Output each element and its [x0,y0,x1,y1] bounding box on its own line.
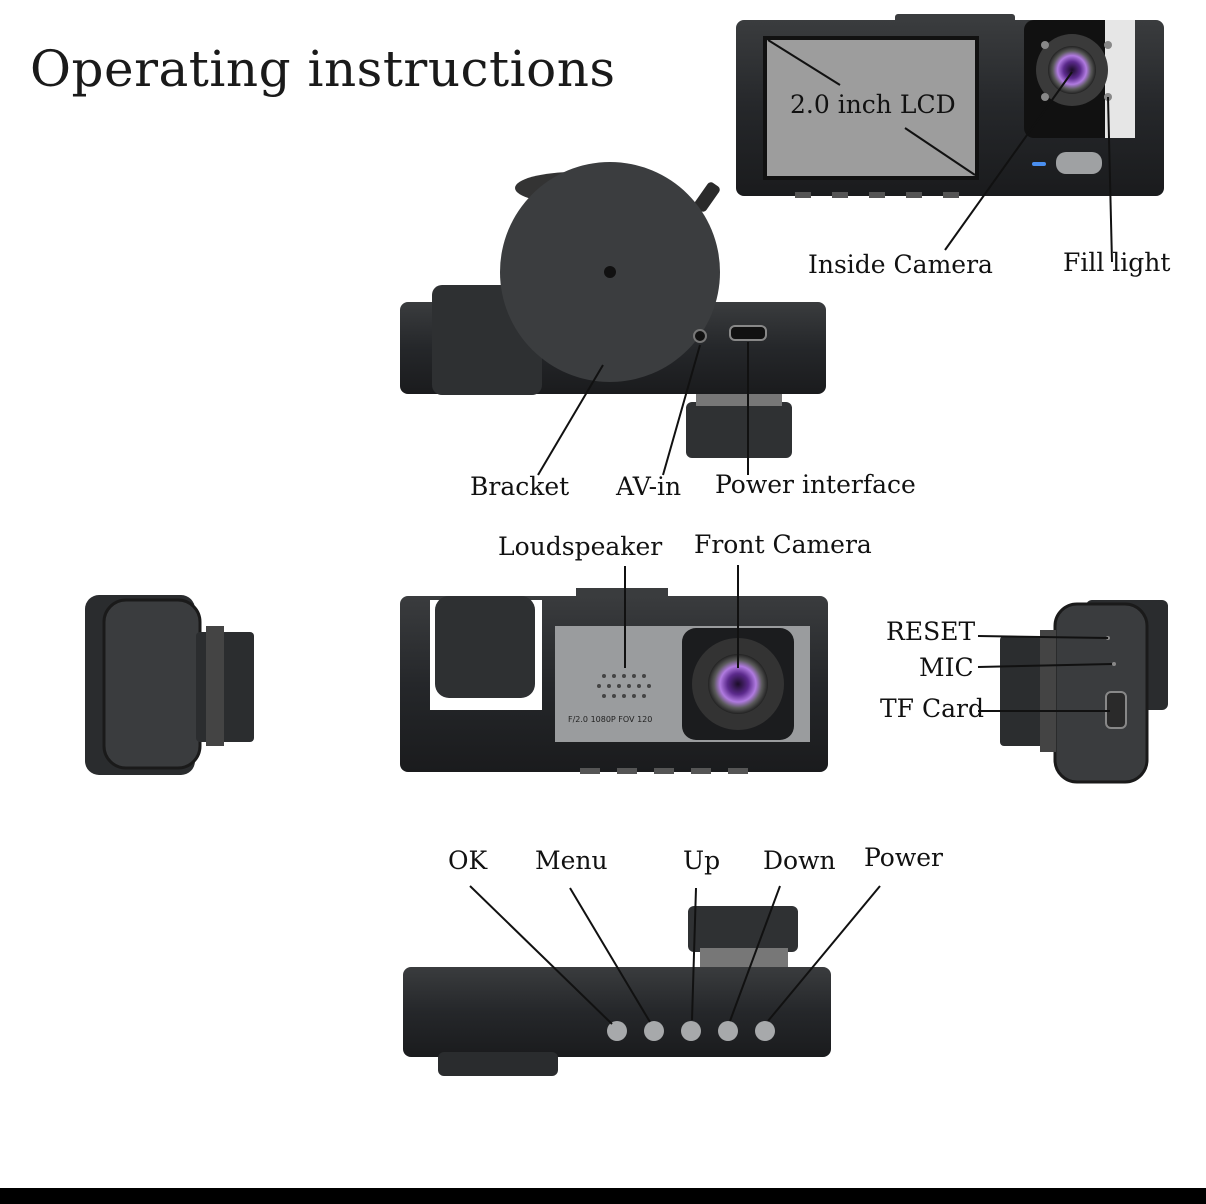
lens-spec-label: F/2.0 1080P FOV 120 [568,715,652,724]
bottom-bar [0,1188,1206,1204]
up-button [681,1021,701,1041]
menu-label: Menu [535,846,608,875]
back-view-device [736,14,1164,198]
front-camera-label: Front Camera [694,530,872,559]
av-in-port [693,329,707,343]
lcd-label: 2.0 inch LCD [790,90,956,119]
inside-camera-lens [1048,46,1096,94]
ok-label: OK [448,846,488,875]
down-label: Down [763,846,836,875]
tf-card-label: TF Card [880,694,984,723]
bracket-label: Bracket [470,472,570,501]
av-in-label: AV-in [616,472,682,501]
up-label: Up [683,846,721,875]
left-side-device [85,595,254,775]
power-button [755,1021,775,1041]
power-port [729,325,767,341]
speaker-grill [597,674,651,698]
fill-light-label: Fill light [1063,248,1171,277]
right-side-device [1000,600,1168,784]
bottom-view-device [403,906,831,1076]
power-interface-label: Power interface [715,470,916,499]
loudspeaker-label: Loudspeaker [498,532,663,561]
reset-label: RESET [886,617,976,646]
mic-hole [1112,662,1116,666]
front-view-device: F/2.0 1080P FOV 120 [400,588,828,774]
ok-button [607,1021,627,1041]
front-camera-lens [708,654,768,714]
page-title: Operating instructions [30,40,616,98]
down-button [718,1021,738,1041]
inside-camera-label: Inside Camera [808,250,993,279]
top-view-device [400,162,826,458]
menu-button [644,1021,664,1041]
mic-label: MIC [919,653,974,682]
power-label: Power [864,843,944,872]
